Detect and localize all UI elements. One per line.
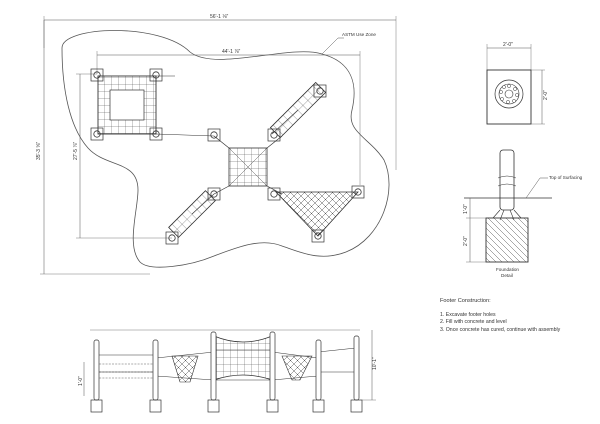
- inner-height-dim: 27'-5 ⅞": [73, 141, 79, 160]
- post-markers: [90, 68, 365, 245]
- use-zone-label: ASTM Use Zone: [342, 32, 376, 37]
- footer-step: 3. Once concrete has cured, continue wit…: [440, 326, 561, 333]
- elevation-height-dim: 10'-1": [372, 357, 378, 370]
- footer-step: 1. Excavate footer holes: [440, 312, 496, 318]
- elevation-footings: [90, 399, 363, 413]
- foundation-top-width: 2'-0": [503, 42, 513, 48]
- foundation-caption-1: Foundation: [496, 267, 519, 272]
- foundation-section: Top of Surfacing 1'-0" 2'-0" Foundation …: [463, 149, 583, 278]
- footer-construction-title: Footer Construction:: [440, 298, 491, 304]
- post-icon: [207, 187, 221, 201]
- elevation-posts: [93, 331, 360, 401]
- footing-depth-dim: 2'-0": [463, 236, 469, 246]
- overall-width-dim: 56'-1 ⅛": [210, 14, 229, 20]
- post-icon: [267, 187, 281, 201]
- post-icon: [311, 229, 325, 243]
- foundation-top-height: 2'-0": [543, 90, 549, 100]
- surfacing-label: Top of Surfacing: [549, 175, 583, 180]
- post-icon: [90, 68, 104, 82]
- post-icon: [267, 128, 281, 142]
- post-icon: [90, 127, 104, 141]
- footer-step: 2. Fill with concrete and level: [440, 319, 507, 326]
- embed-depth-dim: 1'-0": [463, 204, 469, 214]
- use-zone-outline: [61, 30, 390, 268]
- post-icon: [149, 68, 163, 82]
- overall-height-dim: 35'-3 ⅝": [36, 141, 42, 160]
- deck-height-dim: 1'-0": [78, 376, 84, 386]
- post-icon: [313, 84, 327, 98]
- post-icon: [351, 185, 365, 199]
- post-icon: [149, 127, 163, 141]
- elevation-view: 1'-0" 10'-1": [78, 329, 378, 413]
- post-icon: [165, 231, 179, 245]
- triangle-net: [275, 191, 359, 237]
- concrete-footing: [485, 217, 529, 263]
- footer-construction-steps: 1. Excavate footer holes 2. Fill with co…: [440, 312, 560, 334]
- post-icon: [207, 128, 221, 142]
- inner-width-dim: 44'-1 ⅞": [222, 49, 241, 55]
- foundation-caption-2: Detail: [501, 273, 513, 278]
- foundation-top-view: 2'-0" 2'-0": [486, 42, 549, 125]
- plan-view: 56'-1 ⅛" 35'-3 ⅝" 44'-1 ⅞" 27'-5 ⅞" ASTM…: [36, 14, 397, 275]
